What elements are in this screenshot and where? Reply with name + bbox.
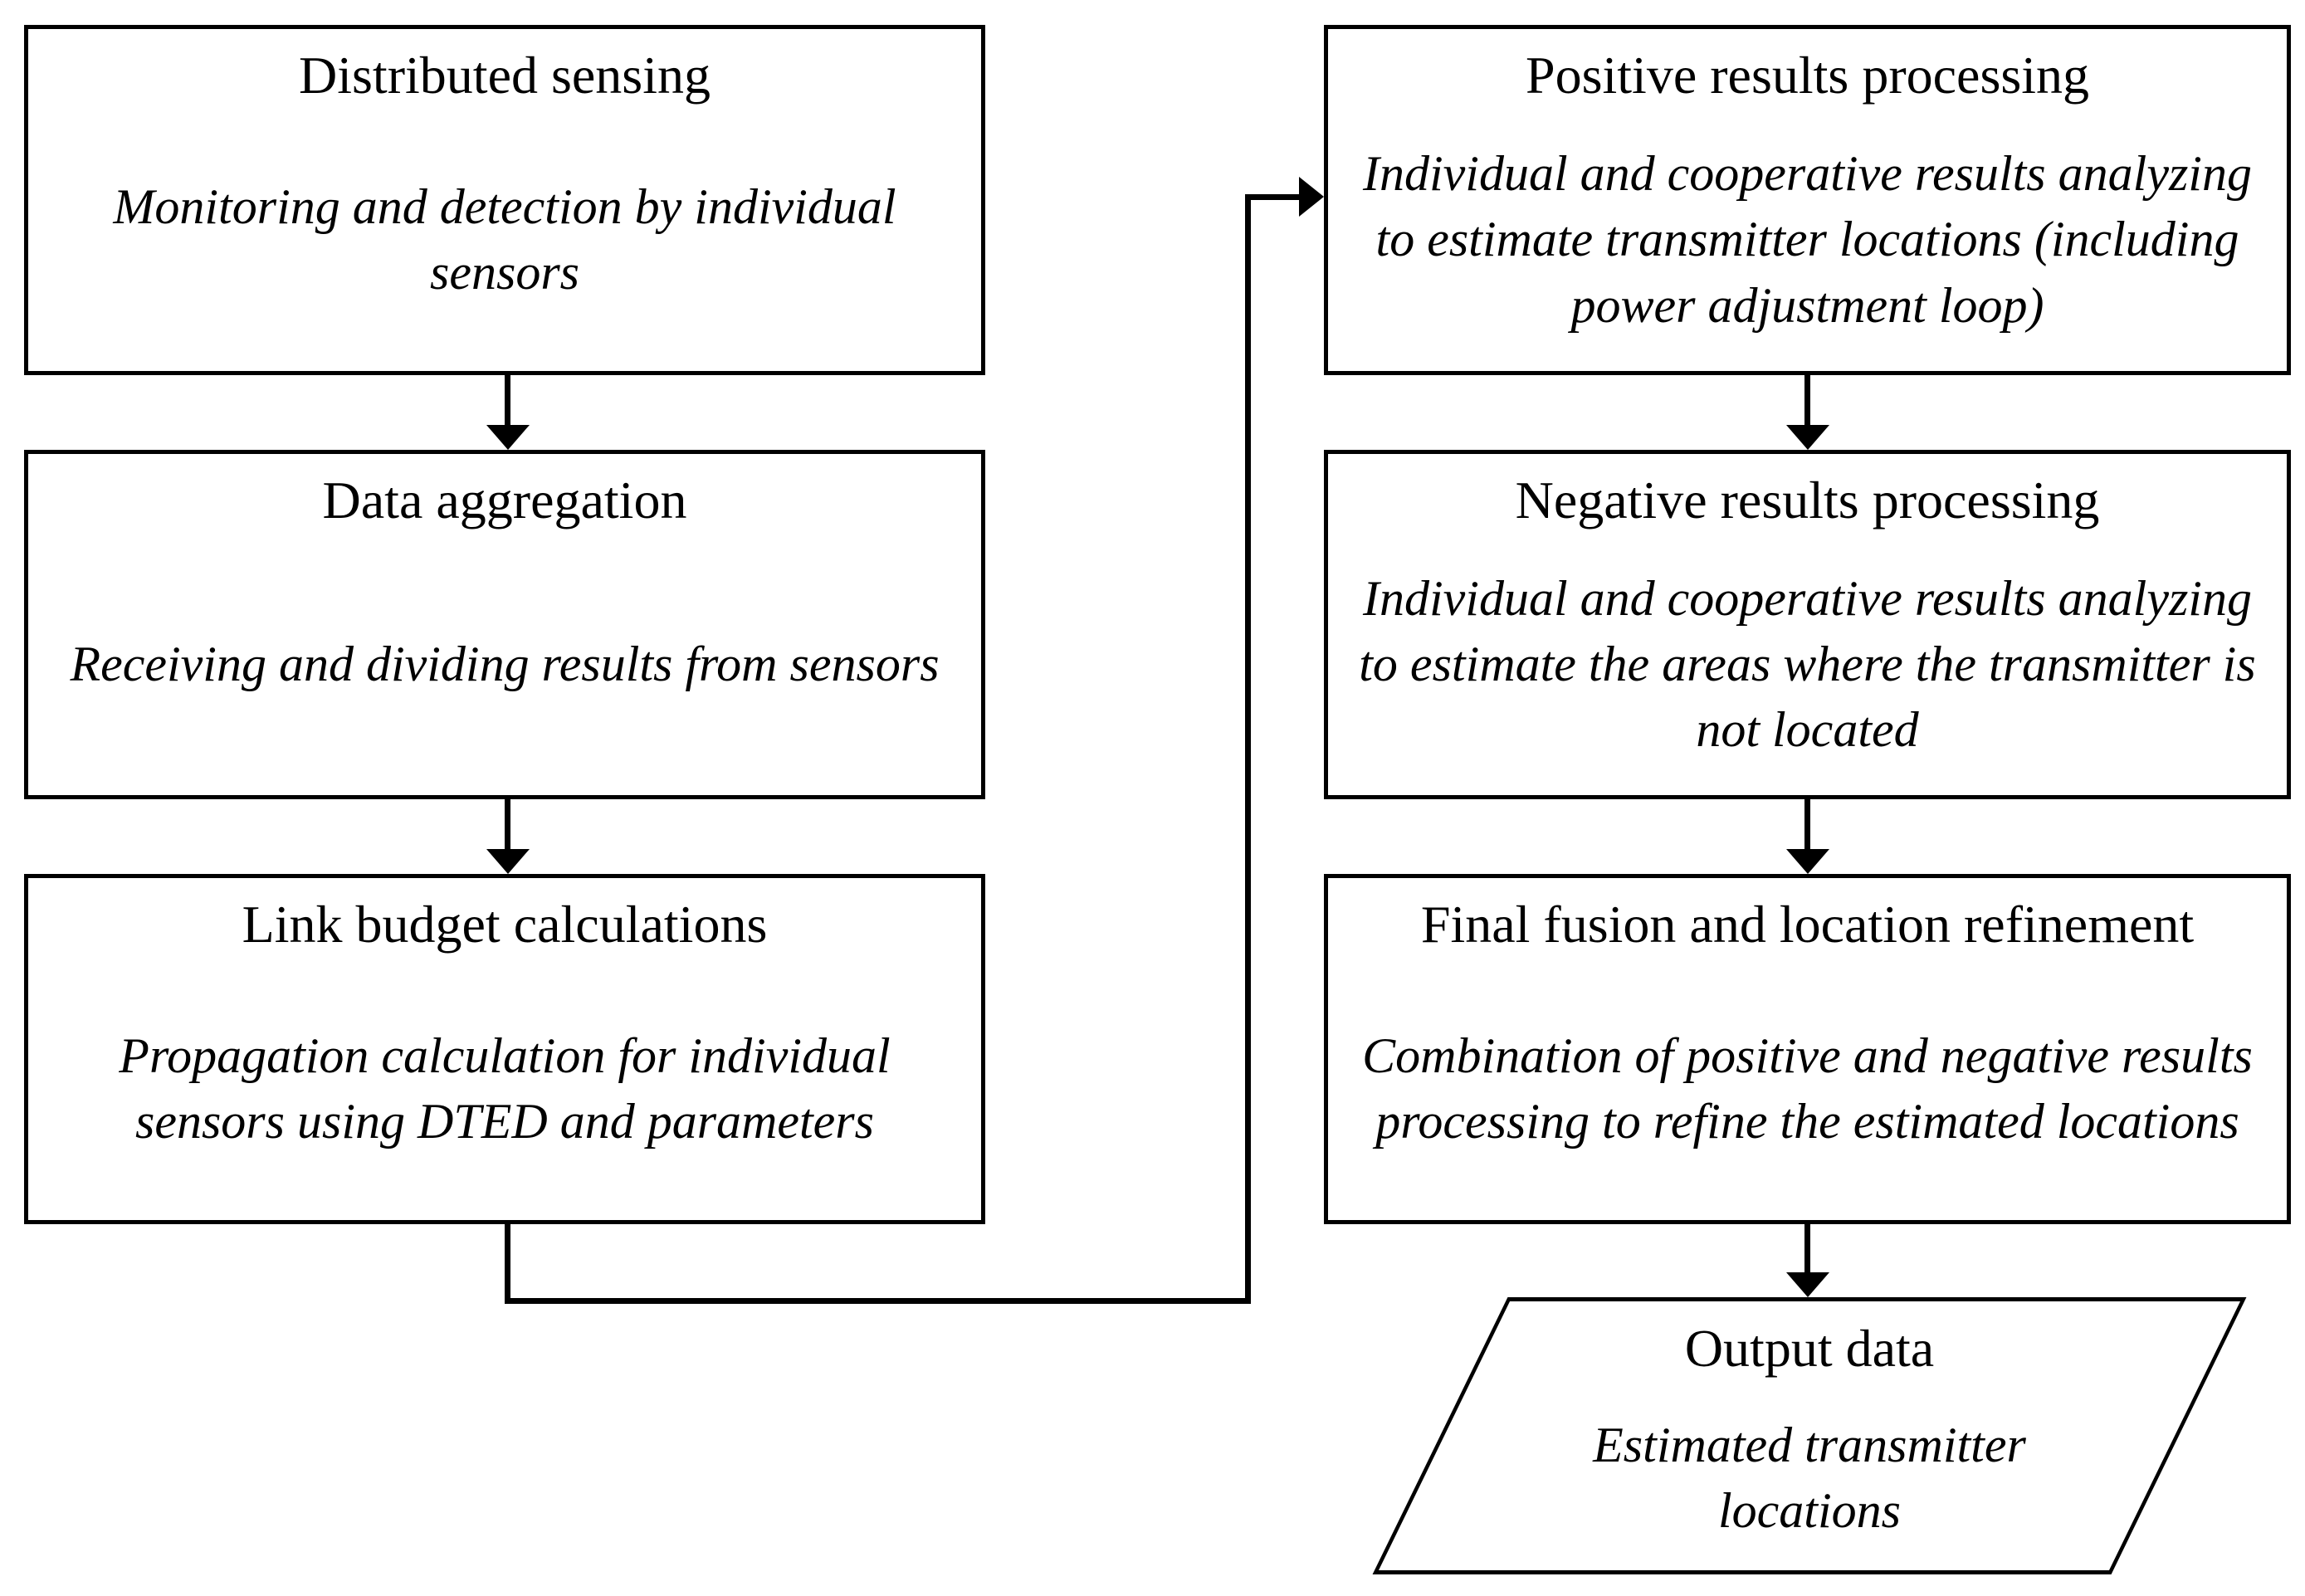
box-description: Combination of positive and negative res…	[1362, 1027, 2253, 1149]
box-body-area: Individual and cooperative results analy…	[1328, 109, 2287, 371]
process-box-positive-results-processing: Positive results processing Individual a…	[1324, 25, 2291, 375]
arrow-shaft-distributed-to-aggregation	[505, 375, 510, 427]
box-body-area: Monitoring and detection by individual s…	[28, 109, 981, 371]
arrow-shaft-aggregation-to-link-budget	[505, 799, 510, 851]
arrowhead-down-icon	[486, 425, 530, 450]
box-body-area: Estimated transmitter locations	[1403, 1382, 2216, 1574]
box-title: Link budget calculations	[242, 895, 768, 954]
connector-link-budget-down-segment	[505, 1224, 510, 1304]
arrowhead-right-icon	[1299, 177, 1324, 217]
box-title: Positive results processing	[1525, 46, 2090, 105]
arrowhead-down-icon	[1786, 425, 1829, 450]
connector-bottom-horizontal-segment	[505, 1298, 1251, 1304]
process-box-final-fusion-and-location-refinement: Final fusion and location refinement Com…	[1324, 874, 2291, 1224]
box-description: Receiving and dividing results from sens…	[70, 636, 940, 691]
box-body-area: Individual and cooperative results analy…	[1328, 534, 2287, 795]
box-description: Propagation calculation for individual s…	[119, 1027, 891, 1149]
box-description: Monitoring and detection by individual s…	[113, 178, 896, 300]
box-description: Individual and cooperative results analy…	[1359, 570, 2256, 758]
output-data-shape: Output data Estimated transmitter locati…	[1403, 1297, 2216, 1574]
process-box-negative-results-processing: Negative results processing Individual a…	[1324, 450, 2291, 799]
box-title: Distributed sensing	[299, 46, 711, 105]
box-body-area: Receiving and dividing results from sens…	[28, 534, 981, 795]
box-body-area: Combination of positive and negative res…	[1328, 958, 2287, 1220]
arrowhead-down-icon	[1786, 849, 1829, 874]
connector-up-vertical-segment	[1245, 194, 1251, 1304]
arrowhead-down-icon	[486, 849, 530, 874]
box-title: Final fusion and location refinement	[1420, 895, 2195, 954]
process-box-data-aggregation: Data aggregation Receiving and dividing …	[24, 450, 985, 799]
arrow-shaft-positive-to-negative	[1804, 375, 1810, 427]
box-title: Negative results processing	[1515, 471, 2100, 530]
process-box-distributed-sensing: Distributed sensing Monitoring and detec…	[24, 25, 985, 375]
box-title: Data aggregation	[322, 471, 687, 530]
connector-into-positive-segment	[1245, 194, 1299, 200]
box-description: Estimated transmitter locations	[1593, 1417, 2026, 1538]
process-box-link-budget-calculations: Link budget calculations Propagation cal…	[24, 874, 985, 1224]
arrow-shaft-negative-to-final-fusion	[1804, 799, 1810, 851]
box-description: Individual and cooperative results analy…	[1363, 146, 2252, 333]
arrowhead-down-icon	[1786, 1272, 1829, 1297]
arrow-shaft-final-fusion-to-output	[1804, 1224, 1810, 1274]
box-title: Output data	[1684, 1319, 1935, 1378]
box-body-area: Propagation calculation for individual s…	[28, 958, 981, 1220]
